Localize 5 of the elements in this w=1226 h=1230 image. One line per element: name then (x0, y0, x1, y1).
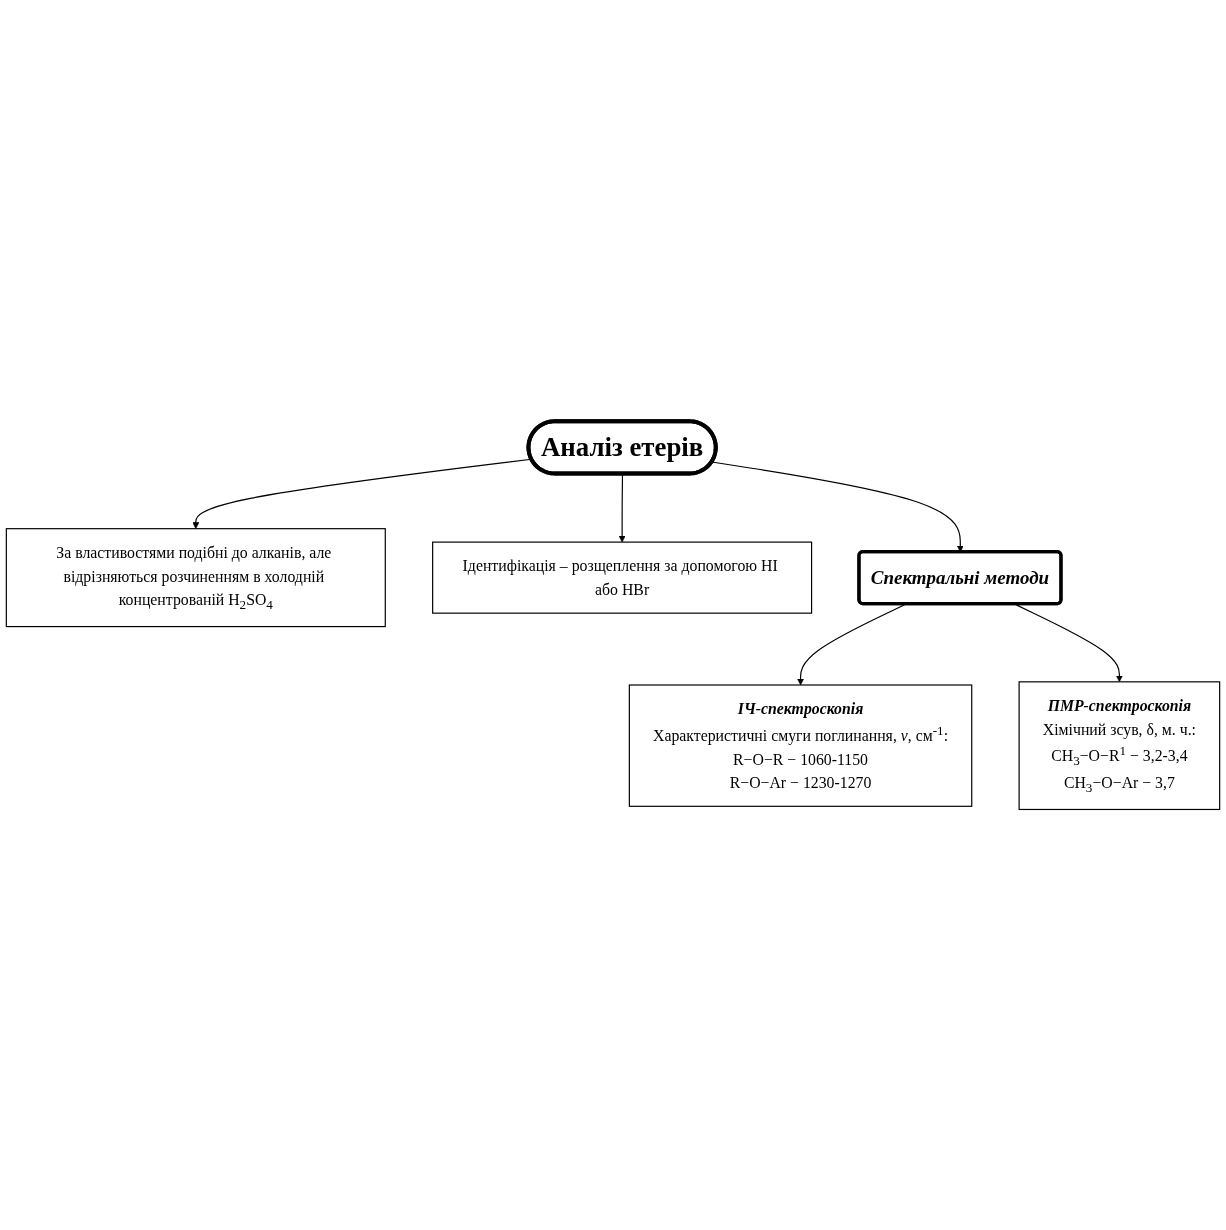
arrow (1014, 603, 1123, 682)
node-box: ІЧ-спектроскопія Характеристичні смуги поглинання, v, см$^{-1}$: R−O−R − 1060-1150 R−O−Ar − 1230-1270 (628, 684, 973, 807)
node-box: Ідентифікація – розщеплення за допомогою HI або HBr (432, 541, 813, 614)
node-box: За властивостями подібні до алканів, але відрізняються розчиненням в холодній концентрованій H$_{2}$SO$_{4}$ (5, 527, 386, 627)
node-box: ПМР-спектроскопія Хімічний зсув, δ, м. ч.: CH$_{3}$−O−R$^{1}$ − 3,2-3,4 CH$_{3}$−O−Ar − 3,7 (1018, 680, 1221, 810)
